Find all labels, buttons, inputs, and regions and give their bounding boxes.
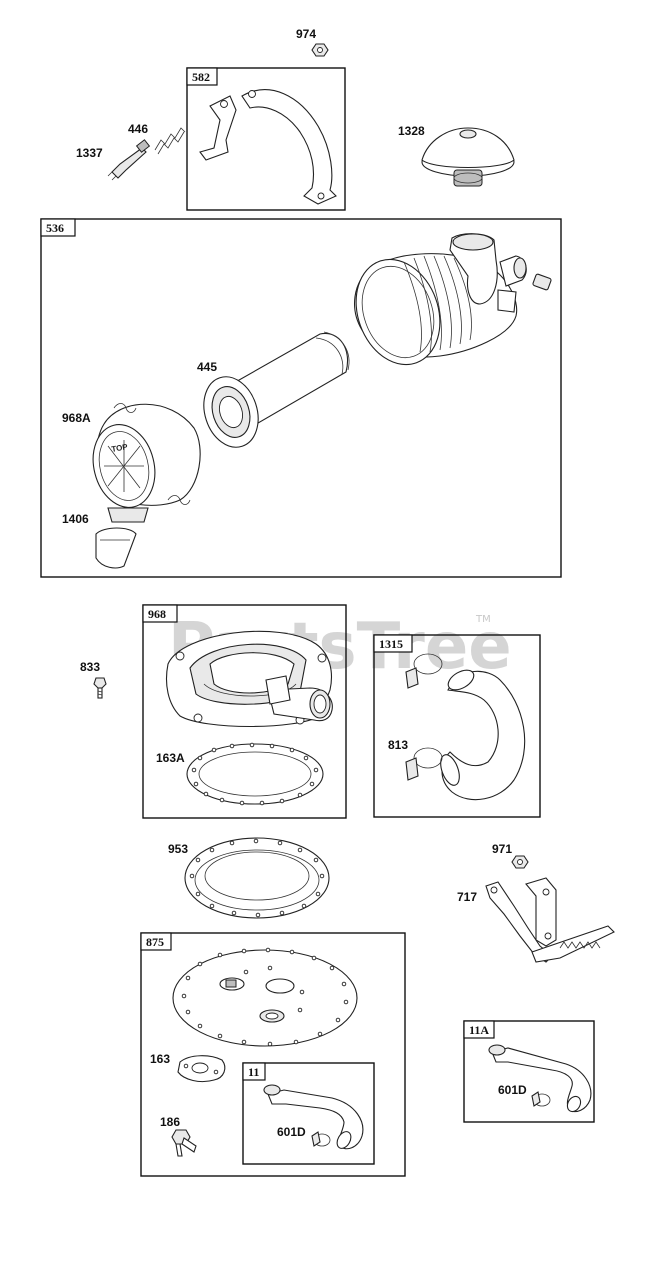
label-601D-a: 601D [277,1125,306,1139]
group-968-label: 968 [148,607,166,621]
group-536-box [40,218,562,578]
group-582-tag [186,67,218,86]
group-536-tag [40,218,76,237]
part-1406-vacuator-valve[interactable] [95,507,149,569]
label-446: 446 [128,122,148,136]
group-968-tag [142,604,178,623]
label-717: 717 [457,890,477,904]
group-11-label: 11 [248,1065,259,1079]
group-1315-label: 1315 [379,637,403,651]
part-163-gasket[interactable] [177,1055,226,1083]
part-601D-clamp-b[interactable] [531,1091,551,1107]
group-875-label: 875 [146,935,164,949]
group-11A-label: 11A [469,1023,489,1037]
part-536-air-cleaner-housing[interactable] [342,233,527,377]
part-971-nut[interactable] [511,855,529,869]
part-11A-breather-tube[interactable] [488,1044,592,1114]
part-953-gasket[interactable] [184,837,330,919]
part-186-fitting[interactable] [171,1129,197,1157]
part-1337-stud[interactable] [107,139,151,181]
group-11-tag [242,1062,266,1081]
group-536-label: 536 [46,221,64,235]
part-833-screw[interactable] [93,677,107,699]
group-875-tag [140,932,172,951]
part-536-vacuator-plug[interactable] [532,273,552,291]
label-601D-b: 601D [498,1083,527,1097]
group-875-box [140,932,406,1177]
group-582-box [186,67,346,211]
label-968A: 968A [62,411,91,425]
part-813-hose-clamp[interactable] [405,747,443,781]
part-968A-air-cleaner-cover[interactable]: TOP [85,403,201,515]
part-974-nut[interactable] [311,43,329,57]
part-875-adapter-plate[interactable] [172,947,358,1047]
part-1315-hose-clamp-upper[interactable] [405,653,443,689]
group-11A-tag [463,1020,495,1039]
part-163A-gasket[interactable] [186,742,324,806]
group-1315-tag [373,634,413,653]
group-582-label: 582 [192,70,210,84]
part-445-air-filter[interactable] [195,331,350,454]
label-1337: 1337 [76,146,103,160]
part-1315-elbow-hose[interactable] [437,666,526,801]
part-11-breather-tube[interactable] [263,1084,364,1151]
part-1328-rain-cap[interactable] [421,127,515,187]
label-833: 833 [80,660,100,674]
label-953: 953 [168,842,188,856]
label-1328: 1328 [398,124,425,138]
group-11-box [242,1062,375,1165]
label-813: 813 [388,738,408,752]
part-968-intake-cover[interactable] [165,630,333,727]
group-968-box [142,604,347,819]
part-582-air-cleaner-bracket[interactable] [199,89,337,205]
svg-text:TOP: TOP [111,442,129,454]
label-163A: 163A [156,751,185,765]
part-446-spring[interactable] [154,127,186,155]
watermark-trademark: TM [475,614,491,625]
part-717-bracket[interactable] [485,877,615,963]
label-974: 974 [296,27,316,41]
label-445: 445 [197,360,217,374]
label-1406: 1406 [62,512,89,526]
label-186: 186 [160,1115,180,1129]
group-11A-box [463,1020,595,1123]
label-971: 971 [492,842,512,856]
group-1315-box [373,634,541,818]
part-601D-clamp-a[interactable] [311,1131,331,1147]
label-163: 163 [150,1052,170,1066]
